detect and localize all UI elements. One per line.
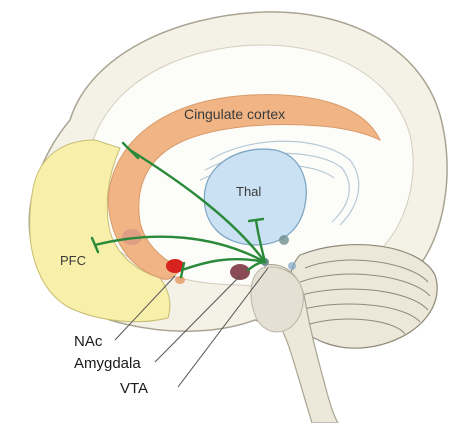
vta-label: VTA (120, 380, 148, 397)
hypothalamus-dot (279, 235, 289, 245)
cingulate-label: Cingulate cortex (184, 106, 285, 122)
pfc-label: PFC (60, 253, 86, 268)
nac-label: NAc (74, 333, 103, 350)
amygdala-label: Amygdala (74, 355, 141, 372)
mammillary-dot (288, 262, 296, 270)
pons (251, 267, 303, 332)
amygdala-structure (230, 264, 250, 280)
thalamus-label: Thal (236, 184, 261, 199)
